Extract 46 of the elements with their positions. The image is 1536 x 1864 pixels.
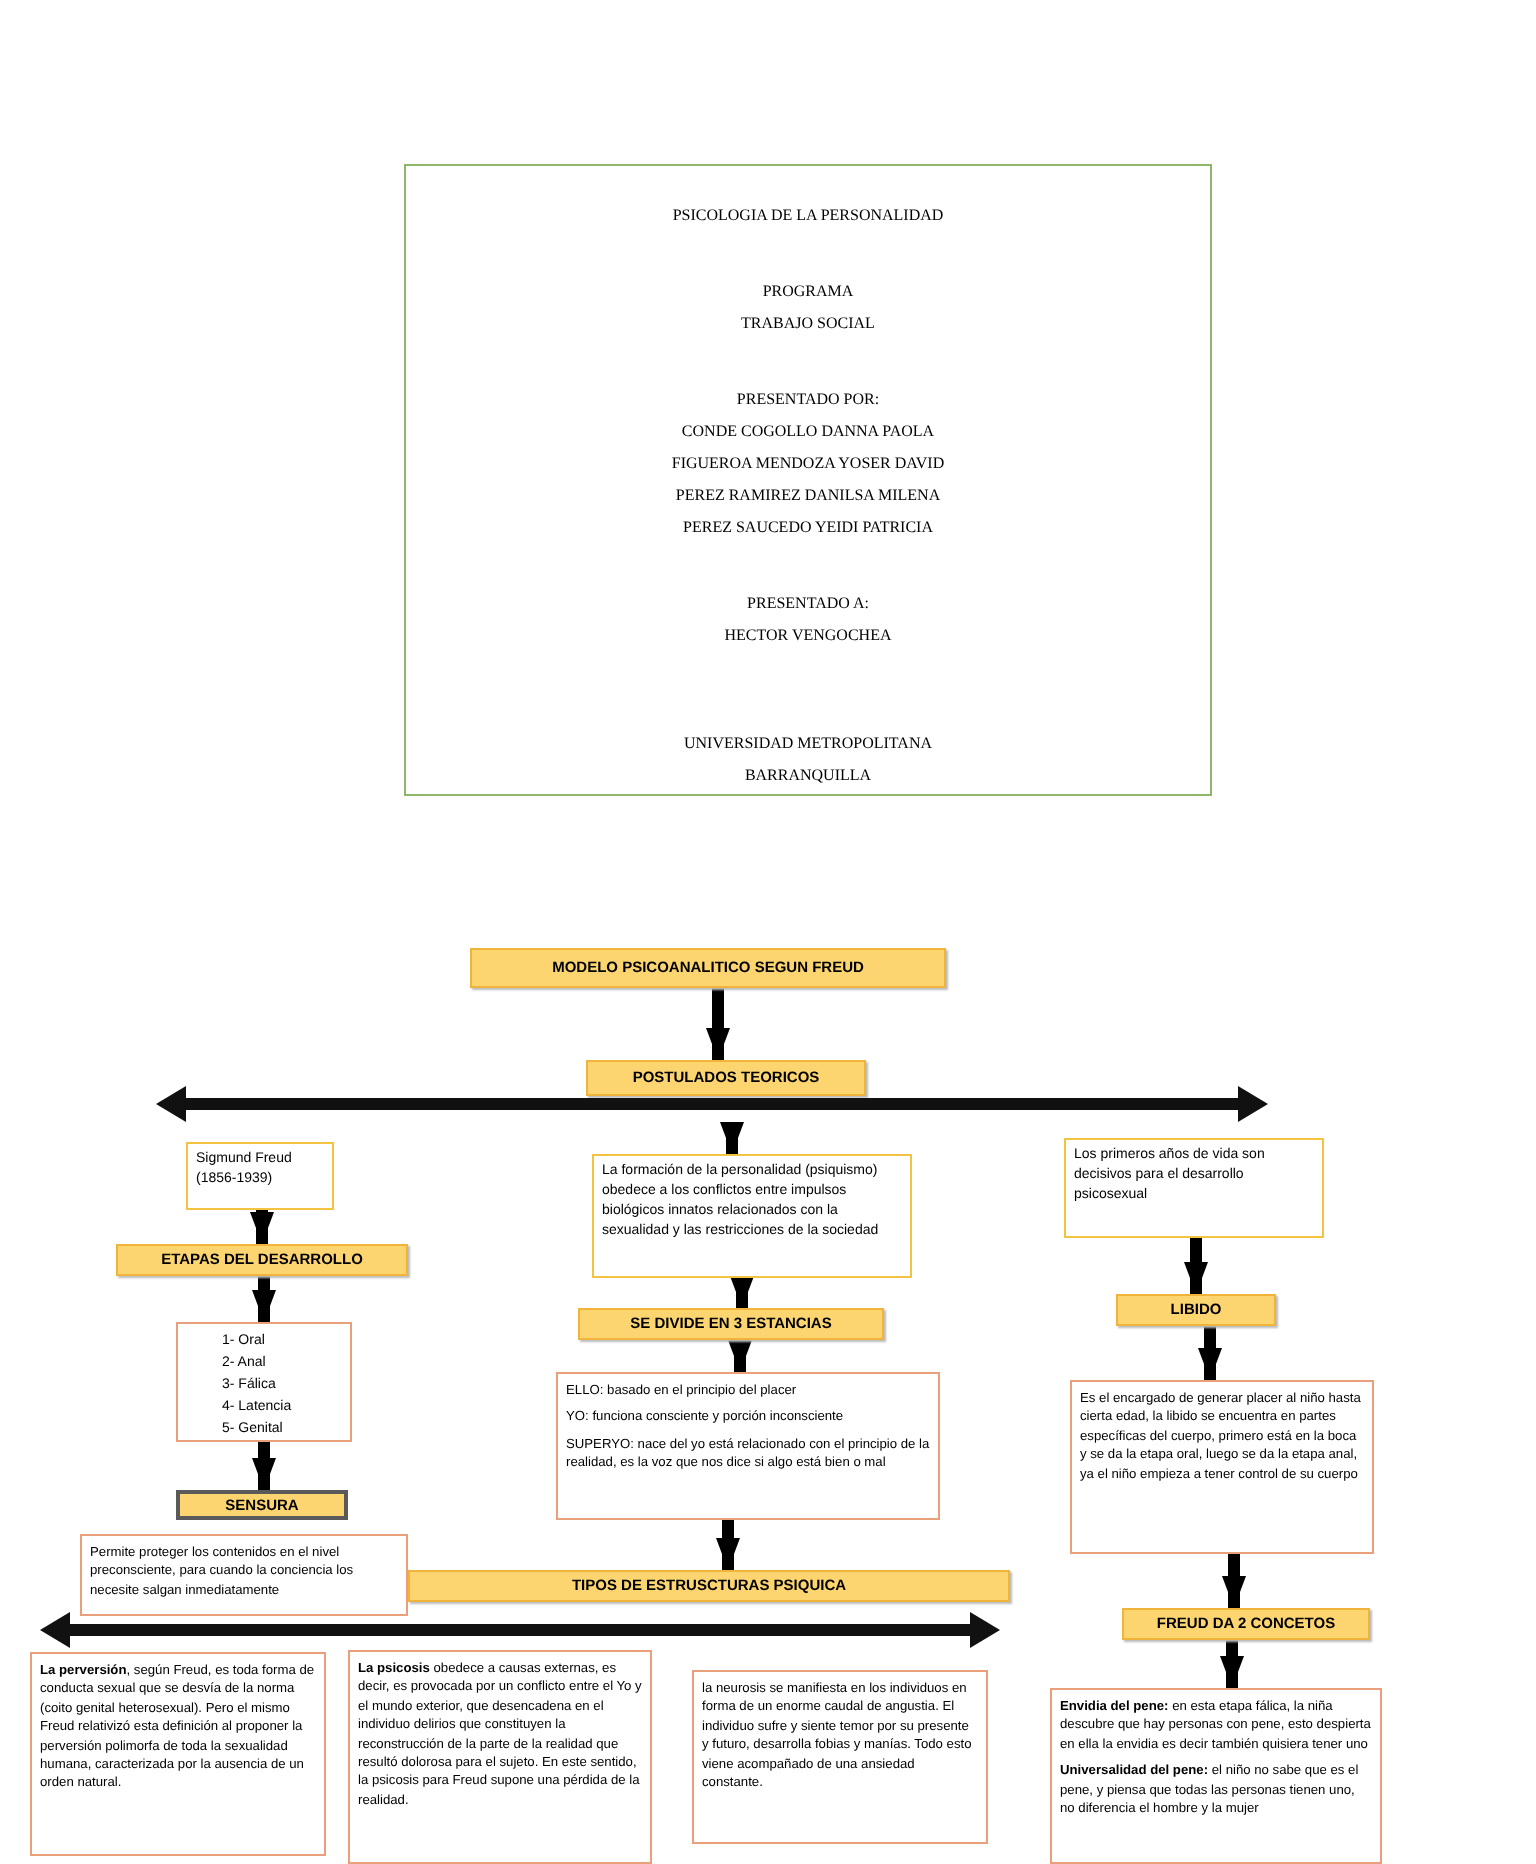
text-box [1064,1138,1324,1238]
arrow [252,1276,276,1322]
text-box [692,1670,988,1844]
arrow [1184,1238,1208,1294]
heading-box [176,1490,348,1520]
arrow [1198,1326,1222,1380]
heading-box [586,1060,866,1096]
text-box [1070,1380,1374,1554]
arrow [728,1340,752,1372]
text-box [348,1650,652,1864]
heading-box [470,948,946,988]
double-arrow-bar [40,1610,1000,1650]
text-box [556,1372,940,1520]
arrow [706,988,730,1060]
cover-text: HECTOR VENGOCHEA [724,624,892,648]
cover-text: UNIVERSIDAD METROPOLITANA [683,732,933,756]
cover-text: PSICOLOGIA DE LA PERSONALIDAD [672,204,944,228]
arrow [1220,1640,1244,1688]
heading-box [1116,1294,1276,1326]
arrow [720,1122,744,1154]
cover-text: TRABAJO SOCIAL [741,312,875,336]
cover-text: FIGUEROA MENDOZA YOSER DAVID [671,452,945,476]
text-box [592,1154,912,1278]
cover-text: PROGRAMA [762,280,854,304]
arrow [1222,1554,1246,1608]
heading-box [1122,1608,1370,1640]
cover-text: PEREZ SAUCEDO YEIDI PATRICIA [683,516,933,540]
cover-text: BARRANQUILLA [744,764,872,788]
cover-text: CONDE COGOLLO DANNA PAOLA [681,420,935,444]
arrow [252,1442,276,1490]
cover-text: PEREZ RAMIREZ DANILSA MILENA [675,484,941,508]
arrow [250,1210,274,1244]
cover-page-box [404,164,1212,796]
text-box [30,1652,326,1856]
heading-box [578,1308,884,1340]
heading-box [408,1570,1010,1602]
list-box [176,1322,352,1442]
heading-box [116,1244,408,1276]
text-box [1050,1688,1382,1864]
cover-text: PRESENTADO POR: [736,388,880,412]
cover-text: PRESENTADO A: [747,592,869,616]
text-box [186,1142,334,1210]
double-arrow-bar [156,1084,1268,1124]
text-box [80,1534,408,1616]
arrow [730,1276,754,1308]
arrow [716,1520,740,1570]
